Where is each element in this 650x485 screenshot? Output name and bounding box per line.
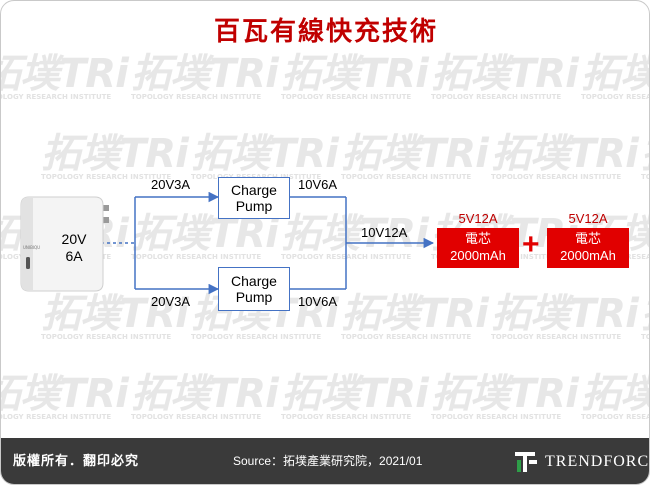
charger-rating: 20V 6A (51, 231, 97, 265)
upper-output-label: 10V6A (298, 177, 338, 192)
battery-2: 電芯 2000mAh (547, 228, 629, 268)
trendforce-logo-icon (515, 452, 537, 472)
plus-sign: + (522, 228, 540, 261)
battery-2-capacity: 2000mAh (560, 248, 616, 263)
lower-pump-line2: Pump (235, 289, 273, 305)
lower-pump-line1: Charge (231, 273, 277, 289)
upper-charge-pump: Charge Pump (218, 177, 290, 219)
battery-1: 電芯 2000mAh (437, 228, 519, 268)
upper-pump-line1: Charge (231, 182, 277, 198)
charger-current: 6A (65, 248, 83, 264)
charger-image: UNIBIQU (20, 196, 109, 292)
slide-title: 百瓦有線快充技術 (213, 17, 438, 47)
source-citation: Source：拓墣產業研究院，2021/01 (233, 454, 423, 468)
footer-bar: 版權所有．翻印必究 Source：拓墣產業研究院，2021/01 TRENDFO… (1, 438, 650, 484)
battery-1-name: 電芯 (464, 231, 491, 246)
charger-brand-mark: UNIBIQU (23, 245, 40, 250)
battery-2-name: 電芯 (574, 231, 601, 246)
battery-1-capacity: 2000mAh (450, 248, 506, 263)
charger-voltage: 20V (61, 231, 87, 247)
lower-input-label: 20V3A (151, 294, 191, 309)
upper-pump-line2: Pump (235, 198, 273, 214)
lower-charge-pump: Charge Pump (218, 267, 290, 311)
upper-input-label: 20V3A (151, 177, 191, 192)
battery-1-voltage: 5V12A (458, 211, 498, 226)
combined-label: 10V12A (361, 225, 408, 240)
copyright-notice: 版權所有．翻印必究 (13, 454, 140, 469)
trendforce-logo-text: TRENDFORCE (545, 453, 650, 470)
lower-output-label: 10V6A (298, 294, 338, 309)
battery-2-voltage: 5V12A (568, 211, 608, 226)
trendforce-logo: TRENDFORCE (511, 447, 650, 477)
